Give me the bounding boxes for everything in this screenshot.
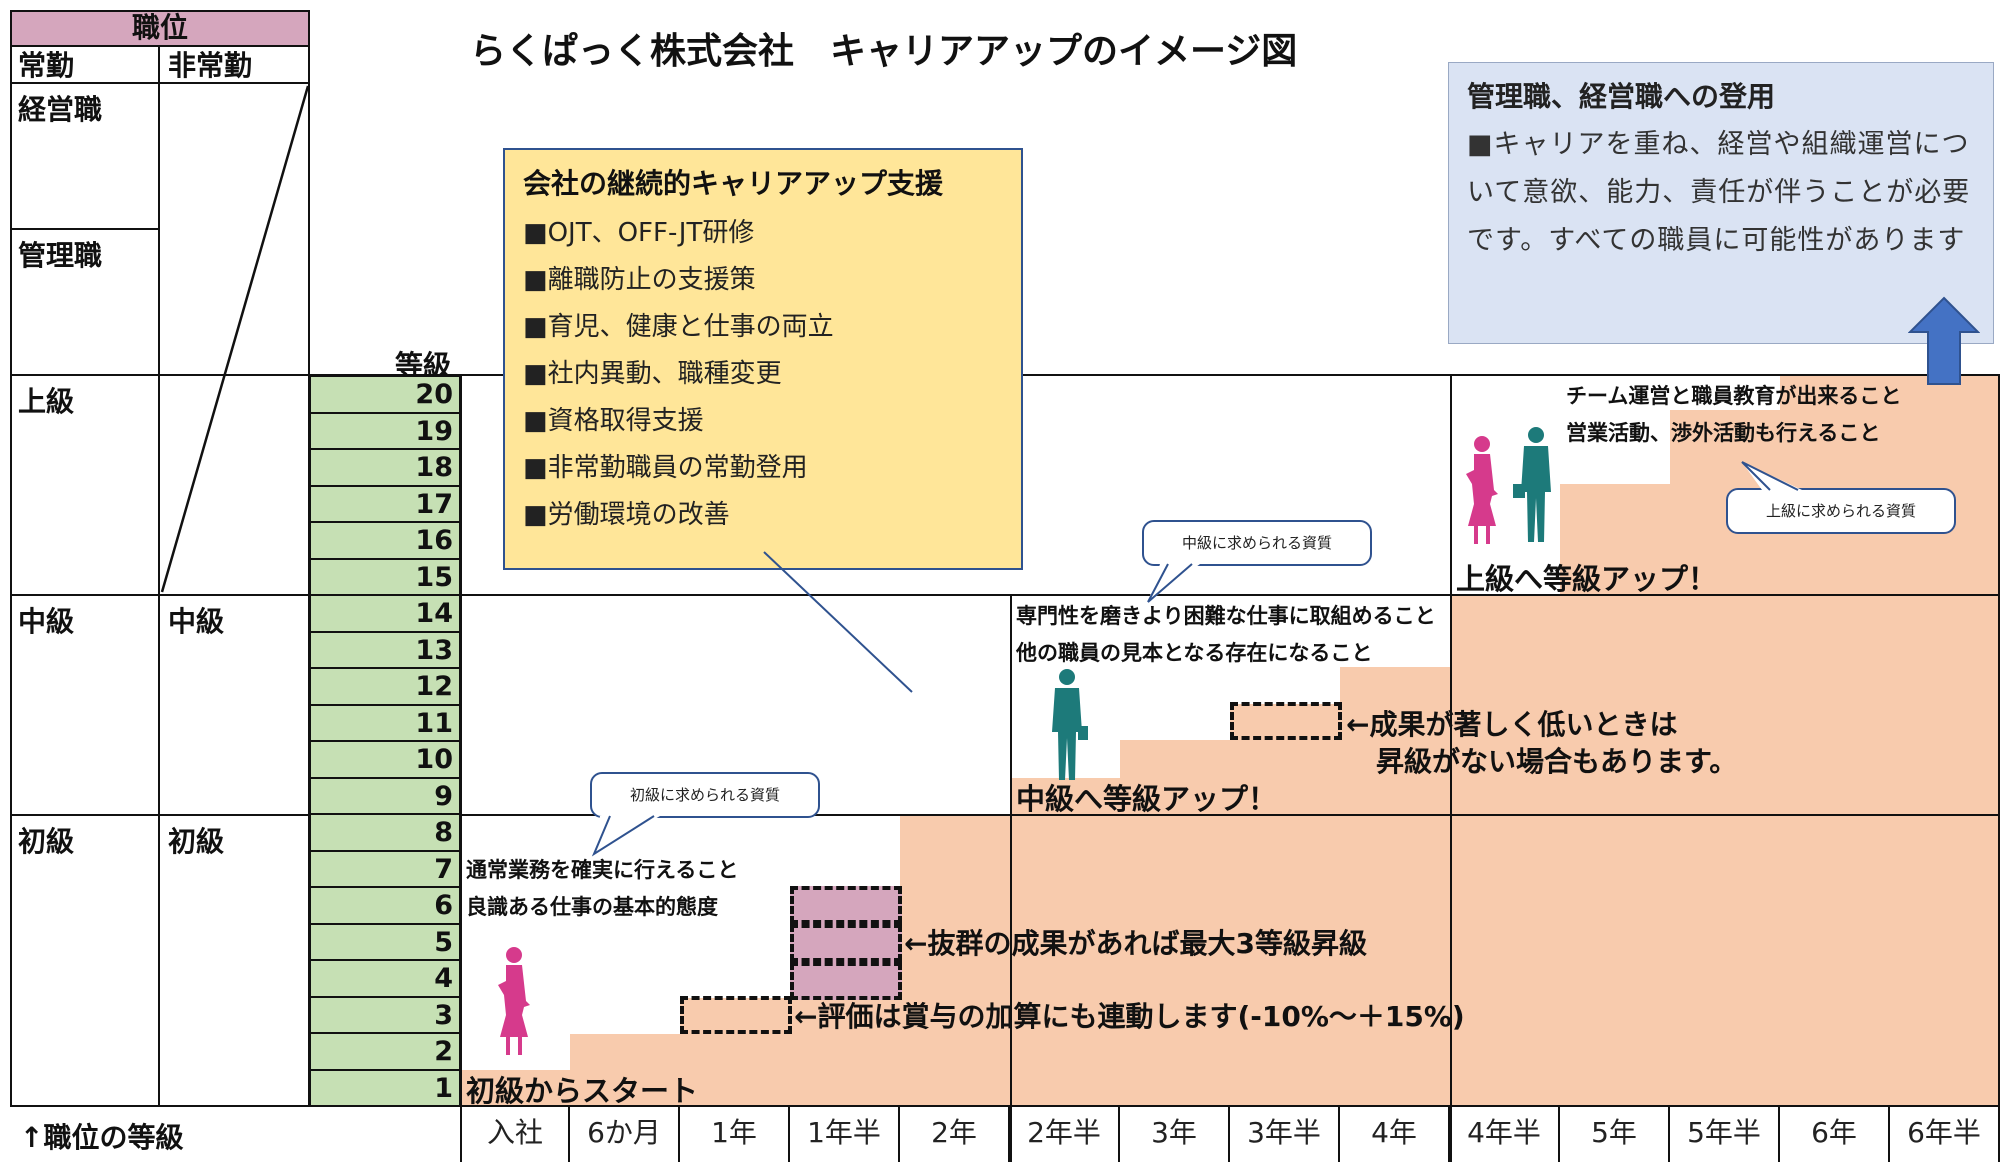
role-mid-fulltime: 中級 [18, 605, 75, 638]
header-parttime: 非常勤 [168, 49, 253, 82]
support-item: ■資格取得支援 [523, 406, 704, 436]
grade-cell: 9 [310, 777, 460, 814]
timeline-item: 2年 [900, 1106, 1010, 1162]
position-header: 職位 [10, 10, 310, 47]
promotion-box-body: ■キャリアを重ね、経営や組織運営について意欲、能力、責任が伴うことが必要です。す… [1467, 129, 1971, 256]
grade-cell: 5 [310, 923, 460, 960]
bonus-note: ←評価は賞与の加算にも連動します(-10%～＋15%) [794, 1000, 1465, 1033]
up-arrow-icon [1908, 296, 1980, 385]
grade-cell: 1 [310, 1069, 460, 1106]
support-box-pointer [763, 551, 913, 693]
grade-cell: 4 [310, 960, 460, 997]
excellent-box-1 [790, 886, 902, 924]
timeline-item: 2年半 [1010, 1106, 1120, 1162]
role-executive: 経営職 [18, 93, 103, 126]
senior-up-label: 上級へ等級アップ！ [1456, 562, 1718, 596]
header-fulltime: 常勤 [18, 49, 75, 82]
senior-bubble: 上級に求められる資質 [1726, 488, 1956, 534]
timeline-item: 入社 [460, 1106, 570, 1162]
support-box: 会社の継続的キャリアアップ支援 ■OJT、OFF-JT研修 ■離職防止の支援策 ■育… [503, 148, 1023, 570]
grade-cell: 16 [310, 522, 460, 559]
role-junior-parttime: 初級 [168, 825, 225, 858]
parttime-diagonal [160, 85, 310, 593]
junior-bubble-tail [591, 815, 660, 857]
timeline-item: 1年半 [790, 1106, 900, 1162]
timeline-item: 3年 [1120, 1106, 1230, 1162]
junior-bubble: 初級に求められる資質 [590, 772, 820, 818]
grade-cell: 13 [310, 631, 460, 668]
timeline-item: 5年半 [1670, 1106, 1780, 1162]
timeline-item: 3年半 [1230, 1106, 1340, 1162]
mid-requirement-1: 専門性を磨きより困難な仕事に取組めること [1016, 604, 1436, 628]
grade-cell: 11 [310, 704, 460, 741]
mid-bubble: 中級に求められる資質 [1142, 520, 1372, 566]
mid-requirement-2: 他の職員の見本となる存在になること [1016, 641, 1373, 665]
bonus-box [680, 996, 792, 1034]
support-item: ■育児、健康と仕事の両立 [523, 312, 834, 342]
position-header-label: 職位 [131, 11, 188, 44]
promotion-box-title: 管理職、経営職への登用 [1467, 80, 1776, 113]
page-title: らくぱっく株式会社 キャリアアップのイメージ図 [470, 31, 1298, 72]
excellent-note: ←抜群の成果があれば最大3等級昇級 [904, 927, 1367, 960]
low-result-note-2: 昇級がない場合もあります。 [1376, 745, 1738, 778]
timeline-item: 6年 [1780, 1106, 1890, 1162]
low-result-box [1230, 702, 1342, 740]
grade-cell: 2 [310, 1033, 460, 1070]
junior-bubble-label: 初級に求められる資質 [629, 786, 780, 804]
timeline-item: 5年 [1560, 1106, 1670, 1162]
role-senior: 上級 [18, 385, 75, 418]
woman-figure-icon [498, 947, 530, 1055]
mid-bubble-label: 中級に求められる資質 [1181, 534, 1332, 552]
senior-requirement-1: チーム運営と職員教育が出来ること [1566, 384, 1902, 408]
man-figure-mid-icon [1052, 669, 1088, 780]
mid-bubble-tail [1147, 563, 1200, 603]
role-mid-parttime: 中級 [168, 605, 225, 638]
support-item: ■労働環境の改善 [523, 500, 730, 530]
timeline-item: 6か月 [570, 1106, 680, 1162]
grade-cell: 3 [310, 996, 460, 1033]
low-result-note-1: ←成果が著しく低いときは [1346, 708, 1678, 741]
grade-cell: 12 [310, 668, 460, 705]
support-item: ■社内異動、職種変更 [523, 359, 782, 389]
senior-bubble-label: 上級に求められる資質 [1765, 502, 1916, 520]
excellent-box-3 [790, 962, 902, 1000]
mid-up-label: 中級へ等級アップ！ [1016, 782, 1278, 816]
timeline-label: ↑職位の等級 [20, 1121, 184, 1154]
support-box-title: 会社の継続的キャリアアップ支援 [523, 167, 944, 200]
senior-bubble-tail [1741, 461, 1802, 491]
support-item: ■離職防止の支援策 [523, 265, 756, 295]
grade-cell: 8 [310, 814, 460, 851]
grade-cell: 17 [310, 485, 460, 522]
excellent-box-2 [790, 924, 902, 962]
support-box-items: ■OJT、OFF-JT研修 ■離職防止の支援策 ■育児、健康と仕事の両立 ■社内異動、… [523, 210, 1003, 539]
grade-cell: 6 [310, 887, 460, 924]
grade-cell: 15 [310, 558, 460, 595]
timeline-item: 4年半 [1450, 1106, 1560, 1162]
support-item: ■OJT、OFF-JT研修 [523, 218, 755, 248]
grade-cell: 19 [310, 412, 460, 449]
grade-cell: 10 [310, 741, 460, 778]
role-junior-fulltime: 初級 [18, 825, 75, 858]
grade-cell: 7 [310, 850, 460, 887]
support-item: ■非常勤職員の常勤登用 [523, 453, 808, 483]
junior-requirement-2: 良識ある仕事の基本的態度 [466, 895, 718, 919]
grade-cell: 18 [310, 449, 460, 486]
junior-start-label: 初級からスタート [466, 1074, 699, 1108]
junior-requirement-1: 通常業務を確実に行えること [466, 858, 739, 882]
woman-figure-senior-icon [1466, 436, 1498, 544]
senior-requirement-2: 営業活動、渉外活動も行えること [1566, 421, 1881, 445]
timeline-item: 4年 [1340, 1106, 1450, 1162]
timeline-item: 1年 [680, 1106, 790, 1162]
man-figure-senior-icon [1513, 427, 1551, 542]
promotion-box: 管理職、経営職への登用 ■キャリアを重ね、経営や組織運営について意欲、能力、責任… [1448, 62, 1994, 344]
grade-cell: 20 [310, 376, 460, 413]
role-manager: 管理職 [18, 239, 103, 272]
timeline-item: 6年半 [1890, 1106, 2000, 1162]
grade-cell: 14 [310, 595, 460, 632]
